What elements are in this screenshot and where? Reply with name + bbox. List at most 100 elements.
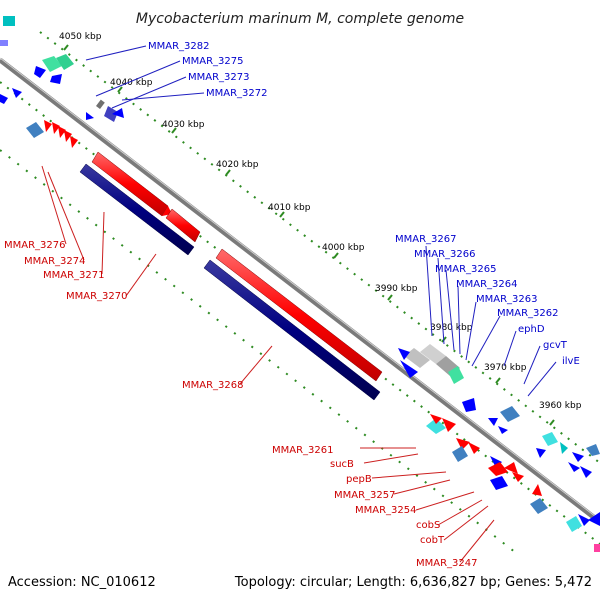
gene-arrow [400, 360, 418, 378]
gene-arrow [34, 66, 46, 78]
accession-text: Accession: NC_010612 [8, 575, 156, 590]
gene-block [0, 40, 8, 46]
gene-label: MMAR_3254 [355, 505, 417, 516]
gene-label: MMAR_3268 [182, 380, 244, 391]
gene-arrow [468, 442, 480, 454]
gene-block [586, 444, 600, 456]
tick-label: 4020 kbp [216, 160, 259, 170]
gene-label: MMAR_3264 [456, 279, 518, 290]
gene-labels-reverse: MMAR_3282 MMAR_3275 MMAR_3273 MMAR_3272 … [148, 41, 580, 367]
tick-label: 4040 kbp [110, 78, 153, 88]
tick-label: 4010 kbp [268, 203, 311, 213]
gene-label: ephD [518, 324, 545, 335]
gene-arrow [430, 414, 442, 424]
gene-arrow [498, 426, 508, 434]
tick-label: 3990 kbp [375, 284, 418, 294]
gene-label: MMAR_3274 [24, 256, 86, 267]
gene-label: ilvE [562, 356, 580, 367]
gene-arrow [12, 88, 22, 98]
gene-block [426, 418, 446, 434]
gene-arrow [44, 120, 52, 132]
tick-label: 4030 kbp [162, 120, 205, 130]
gene-arrow [64, 130, 72, 142]
gene-arrow [504, 462, 518, 474]
gene-cluster-left [0, 16, 124, 148]
gene-label: cobS [416, 520, 440, 531]
gene-arrow [536, 448, 546, 458]
gene-block [42, 56, 62, 72]
gene-block [542, 432, 558, 446]
gene-arrow [572, 452, 584, 462]
gene-block [452, 446, 468, 462]
gene-block [566, 516, 582, 532]
gene-block [490, 476, 508, 490]
gene-label: pepB [346, 474, 372, 485]
reverse-genes-large [79, 163, 381, 401]
gene-block [448, 366, 464, 384]
gene-label: MMAR_3270 [66, 291, 128, 302]
gene-block [530, 498, 548, 514]
tick-track-outer [39, 31, 600, 464]
gene-block [420, 344, 446, 364]
gene-label: MMAR_3263 [476, 294, 538, 305]
gene-label: MMAR_3262 [497, 308, 559, 319]
gene-arrow [70, 136, 78, 148]
gene-block [104, 106, 118, 122]
gene-arrow [50, 74, 62, 84]
gene-labels-forward: MMAR_3276 MMAR_3274 MMAR_3271 MMAR_3270 … [4, 240, 478, 569]
gene-arrow [488, 418, 498, 426]
gene-arrow [442, 418, 456, 432]
gene-arrow [456, 438, 470, 450]
genome-backbone [0, 57, 600, 524]
gene-arrow [532, 484, 542, 496]
gene-arrow [58, 126, 66, 138]
gene-label: MMAR_3282 [148, 41, 210, 52]
gene-arrow [588, 512, 600, 526]
gene-label: sucB [330, 459, 354, 470]
leader-lines-forward [41, 165, 495, 563]
gene-label: MMAR_3272 [206, 88, 268, 99]
forward-genes-large [91, 151, 383, 382]
gene-cluster-right [398, 344, 600, 552]
gene-arrow [580, 466, 592, 478]
gene-arrow [215, 248, 383, 382]
gene-label: MMAR_3257 [334, 490, 396, 501]
gene-label: MMAR_3276 [4, 240, 66, 251]
gene-arrow [86, 112, 94, 120]
gene-arrow [568, 462, 580, 472]
tick-label: 4000 kbp [322, 243, 365, 253]
major-ticks [63, 44, 555, 426]
gene-label: MMAR_3271 [43, 270, 105, 281]
map-title: Mycobacterium marinum M, complete genome [136, 11, 464, 27]
gene-bar [203, 259, 381, 401]
tick-label: 4050 kbp [59, 32, 102, 42]
gene-block [95, 99, 105, 109]
gene-block [3, 16, 15, 26]
gene-block [404, 348, 430, 368]
gene-block [500, 406, 520, 422]
gene-label: MMAR_3261 [272, 445, 334, 456]
gene-block [594, 544, 600, 552]
gene-label: MMAR_3275 [182, 56, 244, 67]
gene-label: MMAR_3267 [395, 234, 457, 245]
gene-arrow [462, 398, 476, 412]
gene-block [56, 54, 74, 70]
gene-arrow [0, 94, 8, 104]
genome-summary-text: Topology: circular; Length: 6,636,827 bp… [234, 575, 592, 590]
gene-label: MMAR_3265 [435, 264, 497, 275]
gene-label: cobT [420, 535, 445, 546]
gene-arrow [512, 472, 524, 482]
gene-arrow [488, 462, 508, 476]
gene-block [560, 442, 568, 454]
leader-lines-reverse [85, 45, 557, 397]
gene-block [26, 122, 44, 138]
gene-label: MMAR_3266 [414, 249, 476, 260]
gene-bar [79, 163, 195, 256]
tick-label: 3970 kbp [484, 363, 527, 373]
gene-arrow [112, 108, 124, 118]
gene-label: gcvT [543, 340, 568, 351]
gene-arrow [398, 348, 410, 360]
gene-label: MMAR_3247 [416, 558, 478, 569]
